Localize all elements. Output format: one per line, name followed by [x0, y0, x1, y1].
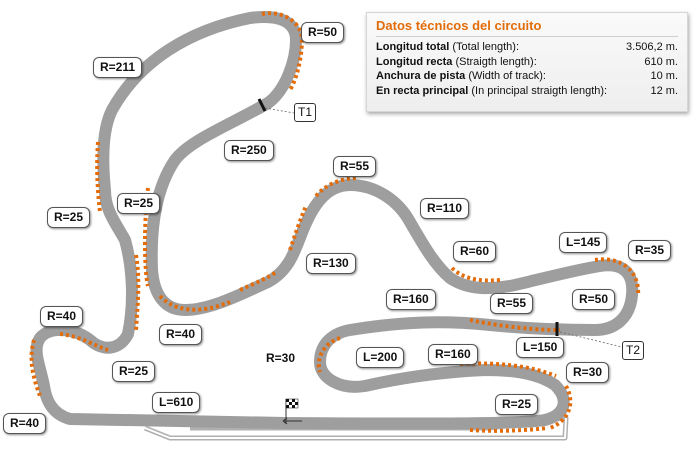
label-r50-right: R=50 — [572, 289, 616, 310]
marker-t1: T1 — [294, 103, 317, 122]
kerb — [288, 205, 308, 251]
info-value: 12 m. — [650, 84, 678, 97]
label-l145: L=145 — [559, 232, 608, 253]
label-r55-a: R=55 — [333, 156, 377, 177]
info-sublabel: (Straigth length): — [455, 55, 537, 68]
info-sublabel: (In principal straigth length): — [471, 84, 608, 97]
label-l610: L=610 — [152, 392, 201, 413]
info-row-total-length: Longitud total (Total length): 3.506,2 m… — [376, 40, 678, 55]
kerb — [134, 254, 141, 331]
info-sublabel: (Width of track): — [468, 70, 546, 82]
label-r250: R=250 — [224, 140, 274, 161]
label-r160-b: R=160 — [428, 344, 478, 365]
t1-line — [257, 98, 267, 112]
kerb — [95, 141, 102, 213]
label-r211: R=211 — [93, 57, 143, 78]
label-r25-a: R=25 — [117, 193, 161, 214]
label-r40-b: R=40 — [159, 324, 203, 345]
info-label: Anchura de pista — [376, 70, 466, 82]
label-r30-a: R=30 — [266, 351, 296, 365]
kerb — [314, 176, 359, 198]
label-r130: R=130 — [306, 253, 356, 274]
label-r110: R=110 — [420, 198, 470, 219]
t1-leader — [264, 107, 295, 114]
label-r25-b: R=25 — [47, 207, 91, 228]
pit-lane-inner — [144, 417, 567, 439]
track — [30, 11, 639, 430]
info-label: Longitud recta — [376, 55, 453, 68]
label-r40-a: R=40 — [40, 306, 84, 327]
label-r50-top: R=50 — [301, 22, 345, 43]
kerb — [158, 294, 231, 312]
label-l200: L=200 — [356, 347, 405, 368]
panel-title: Datos técnicos del circuito — [376, 18, 678, 37]
label-r160-a: R=160 — [386, 289, 436, 310]
kerb — [316, 336, 341, 373]
info-sublabel: (Total length): — [452, 41, 520, 53]
label-r55-b: R=55 — [490, 293, 534, 314]
label-l150: L=150 — [516, 337, 565, 358]
label-r35: R=35 — [628, 240, 672, 261]
label-r30-b: R=30 — [566, 362, 610, 383]
kerb — [549, 385, 573, 430]
label-r25-c: R=25 — [112, 361, 156, 382]
info-value: 3.506,2 m. — [626, 41, 678, 53]
label-r60: R=60 — [453, 241, 497, 262]
info-label: En recta principal — [376, 84, 469, 97]
label-r40-c: R=40 — [3, 413, 47, 434]
kerb — [143, 187, 150, 287]
kerb — [594, 257, 641, 297]
checkered-flag-icon — [285, 398, 299, 424]
info-value: 610 m. — [644, 55, 678, 68]
kerb — [239, 270, 278, 292]
direction-arrow — [282, 417, 302, 425]
kerbs — [29, 11, 641, 433]
t2-leader — [559, 331, 623, 348]
info-value: 10 m. — [650, 70, 678, 82]
info-row-main-straight-width: En recta principal (In principal straigt… — [376, 84, 678, 99]
kerb — [469, 426, 549, 433]
info-row-straight-length: Longitud recta (Straigth length): 610 m. — [376, 55, 678, 70]
marker-t2: T2 — [622, 341, 645, 360]
label-r25-d: R=25 — [495, 394, 539, 415]
info-row-track-width: Anchura de pista (Width of track): 10 m. — [376, 69, 678, 84]
circuit-data-panel: Datos técnicos del circuito Longitud tot… — [366, 12, 688, 112]
info-label: Longitud total — [376, 41, 450, 53]
